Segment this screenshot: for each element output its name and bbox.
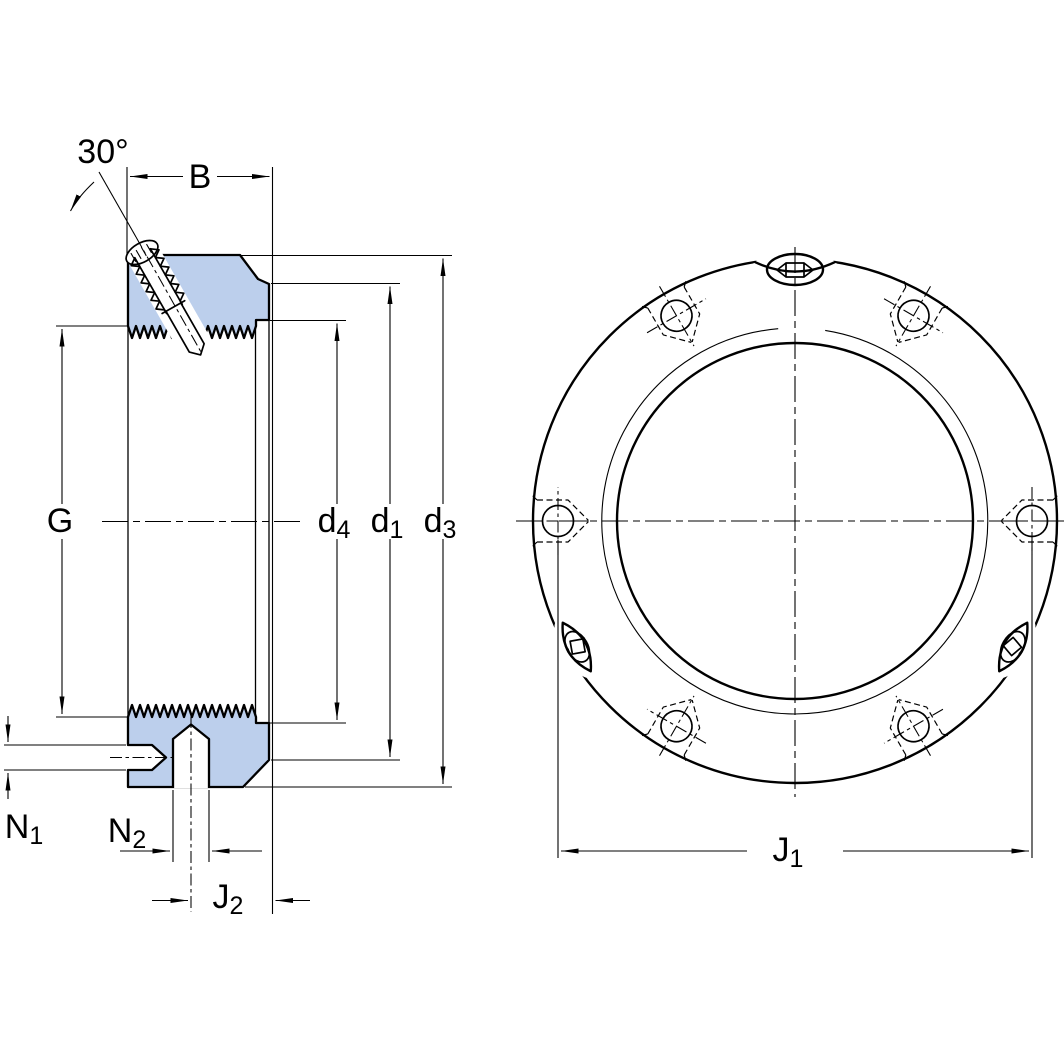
screw-socket-icon	[125, 239, 159, 266]
dim-label-b: B	[189, 158, 212, 196]
angle-arrow-icon	[70, 181, 95, 212]
locking-screw	[70, 171, 217, 365]
front-view	[516, 247, 1064, 858]
section-view	[4, 167, 452, 914]
bolt-hole	[865, 268, 961, 364]
dim-label-n2: N2	[108, 812, 146, 854]
dim-label-g: G	[47, 502, 73, 540]
locking-slot	[544, 607, 610, 687]
dim-label-j1: J1	[773, 831, 804, 873]
dim-label-d1: d1	[371, 502, 404, 544]
dim-label-d4: d4	[318, 502, 351, 544]
thread-arc	[601, 328, 989, 715]
locking-slot	[980, 607, 1046, 687]
screw-thread-zigzag	[149, 247, 185, 306]
dim-label-j2: J2	[213, 878, 244, 920]
dim-label-d3: d3	[424, 502, 457, 544]
screw-shank	[165, 302, 205, 356]
radial-hole	[171, 716, 211, 912]
dim-label-n1: N1	[5, 808, 43, 850]
dimension-lines-left	[4, 167, 452, 914]
dimension-j1	[557, 540, 1033, 858]
dimension-labels: 30° B G d4 d1 d3 N1 N2 J2 J1	[5, 133, 804, 920]
bolt-hole	[865, 678, 961, 774]
bolt-hole	[629, 268, 725, 364]
dim-label-angle: 30°	[77, 133, 128, 171]
screw-axis-leader	[98, 171, 137, 238]
bolt-hole	[629, 678, 725, 774]
